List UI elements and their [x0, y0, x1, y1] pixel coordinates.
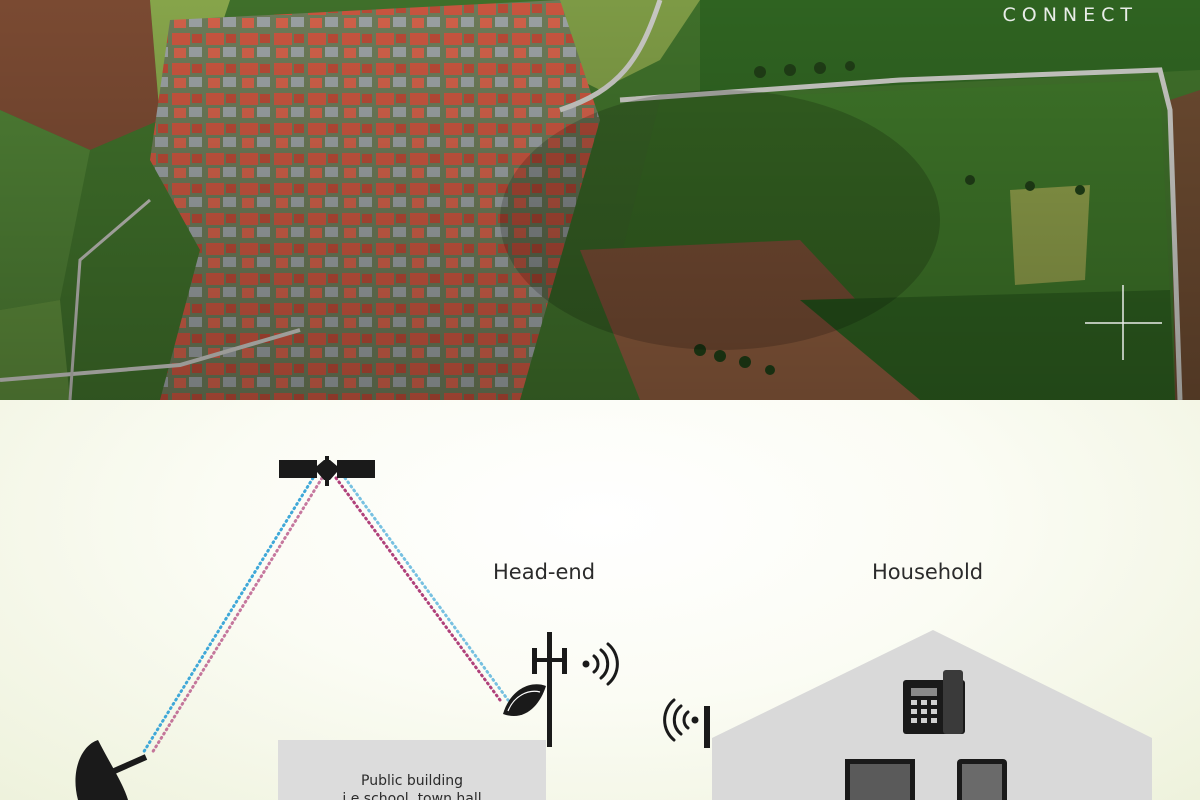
cell-tower-icon: [503, 632, 567, 747]
public-building-label: Public building i.e school, town hall: [278, 772, 546, 800]
public-building-line1: Public building: [361, 773, 463, 789]
wifi-router-icon: [663, 698, 710, 748]
satellite-icon: [279, 456, 375, 486]
satellite-dish-icon: [75, 740, 148, 800]
monitor-icon: [845, 759, 915, 800]
wireless-signal-icon: [582, 642, 619, 686]
headend-label: Head-end: [493, 560, 596, 584]
network-diagram: Head-end Household Public building i.e s…: [0, 400, 1200, 800]
satellite-uplink-beam: [334, 476, 510, 702]
public-building-box: Public building i.e school, town hall: [278, 740, 546, 800]
aerial-village-photo: CONNECT: [0, 0, 1200, 400]
household-label: Household: [872, 560, 984, 584]
brand-logo-text: CONNECT: [1002, 4, 1138, 26]
phone-icon: [903, 670, 965, 734]
tablet-icon: [957, 759, 1007, 800]
satellite-downlink-beam: [141, 476, 324, 755]
public-building-line2: i.e school, town hall: [342, 791, 482, 800]
